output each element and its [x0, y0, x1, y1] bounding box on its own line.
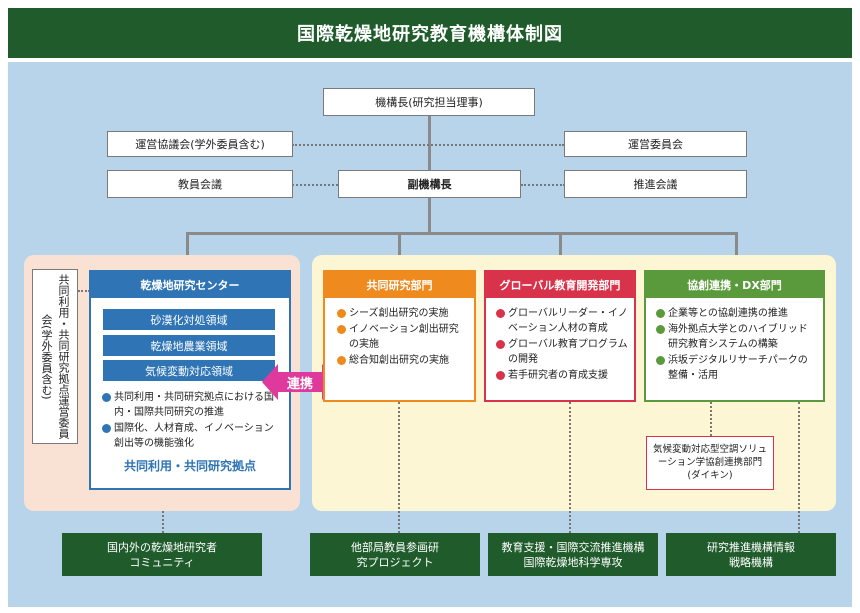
center-footer: 共同利用・共同研究拠点: [123, 459, 256, 473]
bullet-icon: [496, 340, 505, 349]
dept-joint-research: 共同研究部門 シーズ創出研究の実施 イノベーション創出研究の実施 総合知創出研究…: [323, 270, 476, 402]
faculty-meeting-box: 教員会議: [107, 170, 293, 198]
dept-title: 協創連携・DX部門: [646, 272, 823, 298]
area-desertification: 砂漠化対処領域: [103, 309, 275, 330]
bullet-icon: [656, 309, 665, 318]
bullet-icon: [102, 424, 111, 433]
connector: [428, 197, 431, 233]
dept-items: 企業等との協創連携の推進 海外拠点大学とのハイブリッド研究教育システムの構築 浜…: [646, 298, 823, 383]
link-label: 連携: [286, 376, 313, 392]
bullet-icon: [102, 393, 111, 402]
link-arrow-icon: [262, 364, 338, 400]
list-item: グローバル教育プログラムの開発: [496, 337, 628, 367]
dept-global-education: グローバル教育開発部門 グローバルリーダー・イノベーション人材の育成 グローバル…: [484, 270, 636, 402]
list-item: 国際化、人材育成、イノベーション創出等の機能強化: [102, 421, 282, 451]
bullet-icon: [337, 309, 346, 318]
dotted-connector: [162, 511, 164, 533]
page-title: 国際乾燥地研究教育機構体制図: [8, 8, 852, 58]
dept-title: 共同研究部門: [325, 272, 474, 298]
dotted-connector: [292, 184, 338, 186]
connector: [735, 232, 738, 270]
connector: [398, 232, 401, 270]
dotted-connector: [292, 144, 564, 146]
list-item: グローバルリーダー・イノベーション人材の育成: [496, 306, 628, 336]
bottom-box-education-support: 教育支援・国際交流推進機構国際乾燥地科学専攻: [488, 533, 658, 576]
bottom-box-research-promotion: 研究推進機構情報戦略機構: [666, 533, 836, 576]
list-item: イノベーション創出研究の実施: [337, 322, 468, 352]
dotted-connector: [798, 402, 800, 533]
bullet-icon: [656, 356, 665, 365]
dept-title: グローバル教育開発部門: [486, 272, 634, 298]
bullet-icon: [496, 309, 505, 318]
center-title: 乾燥地研究センター: [91, 272, 289, 298]
deputy-director-box: 副機構長: [338, 170, 521, 198]
bullet-icon: [496, 371, 505, 380]
area-climate: 気候変動対応領域: [103, 360, 275, 381]
dotted-connector: [710, 402, 712, 436]
bottom-box-projects: 他部局教員参画研究プロジェクト: [310, 533, 480, 576]
dotted-connector: [398, 402, 400, 533]
connector: [186, 232, 189, 270]
promotion-meeting-box: 推進会議: [564, 170, 747, 198]
connector: [559, 232, 562, 270]
bottom-box-community: 国内外の乾燥地研究者コミュニティ: [62, 533, 262, 576]
side-committee-box: 共同利用・共同研究拠点運営委員会(学外委員含む): [32, 269, 78, 444]
dotted-connector: [569, 402, 571, 533]
list-item: 海外拠点大学とのハイブリッド研究教育システムの構築: [656, 322, 817, 352]
bullet-icon: [656, 325, 665, 334]
connector: [186, 232, 738, 235]
dotted-connector: [521, 184, 565, 186]
director-box: 機構長(研究担当理事): [323, 88, 535, 116]
daikin-dept-box: 気候変動対応型空調ソリューション学協創連携部門(ダイキン): [646, 436, 774, 490]
dept-items: グローバルリーダー・イノベーション人材の育成 グローバル教育プログラムの開発 若…: [486, 298, 634, 383]
dept-items: シーズ創出研究の実施 イノベーション創出研究の実施 総合知創出研究の実施: [325, 298, 474, 368]
steering-council-box: 運営協議会(学外委員含む): [107, 131, 293, 157]
area-agriculture: 乾燥地農業領域: [103, 335, 275, 356]
dotted-connector: [78, 290, 90, 292]
list-item: シーズ創出研究の実施: [337, 306, 468, 321]
list-item: 浜坂デジタルリサーチパークの整備・活用: [656, 353, 817, 383]
bullet-icon: [337, 356, 346, 365]
connector: [428, 116, 431, 170]
list-item: 共同利用・共同研究拠点における国内・国際共同研究の推進: [102, 390, 282, 420]
list-item: 若手研究者の育成支援: [496, 368, 628, 383]
dept-co-creation-dx: 協創連携・DX部門 企業等との協創連携の推進 海外拠点大学とのハイブリッド研究教…: [644, 270, 825, 402]
center-items: 共同利用・共同研究拠点における国内・国際共同研究の推進 国際化、人材育成、イノベ…: [102, 390, 282, 452]
bullet-icon: [337, 325, 346, 334]
list-item: 企業等との協創連携の推進: [656, 306, 817, 321]
steering-committee-box: 運営委員会: [564, 131, 747, 157]
list-item: 総合知創出研究の実施: [337, 353, 468, 368]
